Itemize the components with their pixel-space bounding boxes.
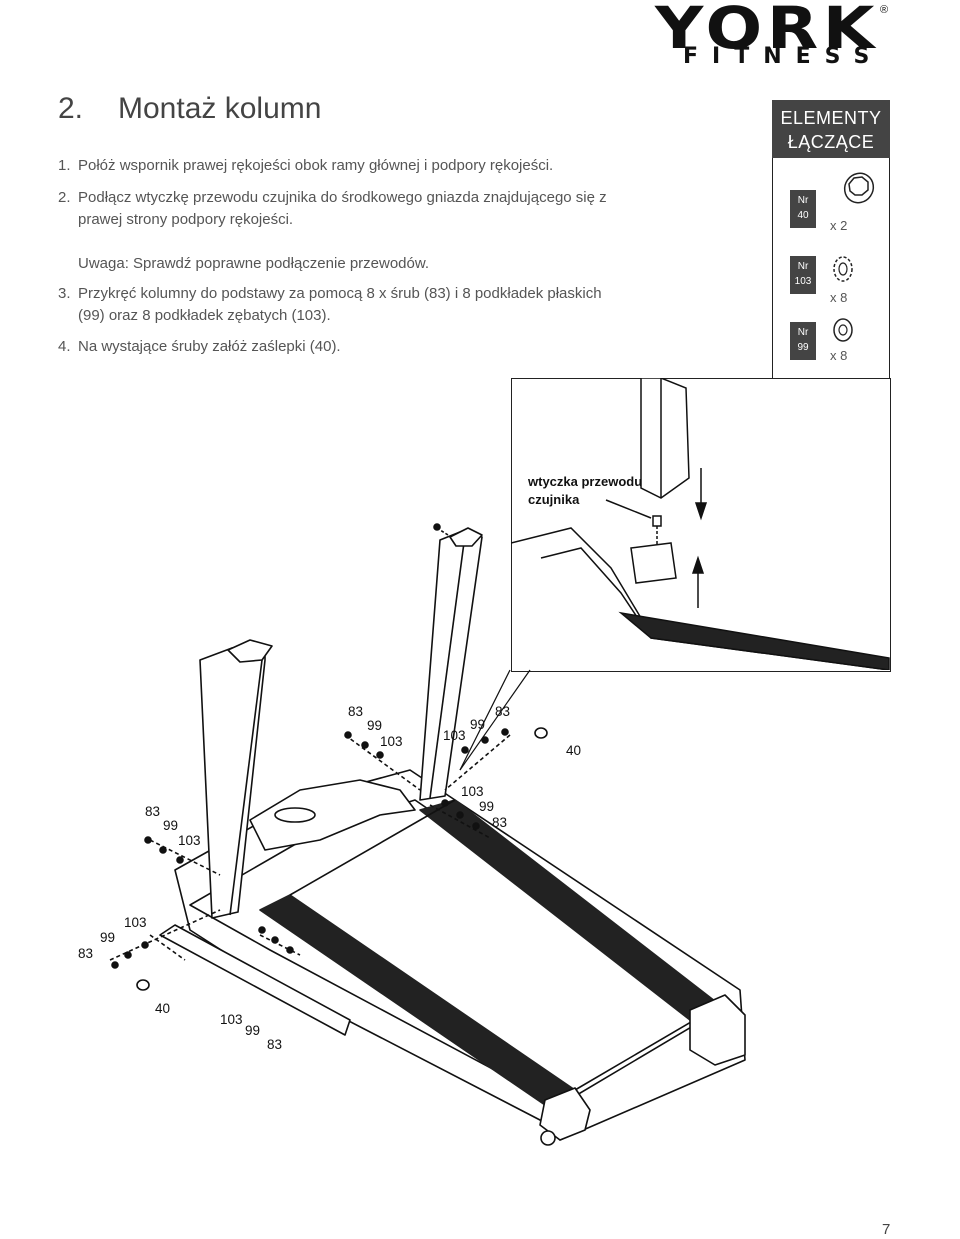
flat-washer-icon <box>833 318 853 342</box>
step-number: 4. <box>58 338 71 355</box>
step-number: 2. <box>58 189 71 206</box>
step-text: Na wystające śruby załóż zaślepki (40). <box>78 338 341 355</box>
parts-panel-header: ELEMENTY ŁĄCZĄCE <box>772 100 890 158</box>
brand-logo: YORK <box>655 0 880 62</box>
part-number: 103 <box>794 276 812 287</box>
part-label: 83 <box>495 704 511 719</box>
callout-label: wtyczka przewodu czujnika <box>528 473 642 509</box>
step-number: 1. <box>58 157 71 174</box>
nr-label: Nr <box>797 195 809 206</box>
parts-panel-title-line1: ELEMENTY <box>780 108 882 128</box>
part-label: 103 <box>178 833 201 848</box>
part-number-badge: Nr 99 <box>790 322 816 360</box>
part-label: 103 <box>461 784 484 799</box>
part-quantity: x 2 <box>830 218 848 233</box>
part-label: 99 <box>245 1023 261 1038</box>
part-quantity: x 8 <box>830 290 848 305</box>
brand-logo-subtitle: FITNESS <box>683 44 884 69</box>
callout-label-line1: wtyczka przewodu <box>528 474 643 489</box>
part-number: 99 <box>797 342 809 353</box>
part-label: 40 <box>155 1001 171 1016</box>
part-label: 83 <box>78 946 94 961</box>
part-label: 103 <box>380 734 403 749</box>
note-text: Uwaga: Sprawdź poprawne podłączenie prze… <box>78 255 430 272</box>
part-label: 40 <box>566 743 582 758</box>
part-number: 40 <box>797 210 809 221</box>
section-title: Montaż kolumn <box>118 92 322 125</box>
part-label: 99 <box>163 818 179 833</box>
part-label: 103 <box>443 728 466 743</box>
part-number-badge: Nr 40 <box>790 190 816 228</box>
part-label: 83 <box>348 704 364 719</box>
part-label: 99 <box>479 799 495 814</box>
part-label: 99 <box>100 930 116 945</box>
part-label: 99 <box>470 717 486 732</box>
part-number-badge: Nr 103 <box>790 256 816 294</box>
part-label: 103 <box>124 915 147 930</box>
step-text: Przykręć kolumny do podstawy za pomocą 8… <box>78 285 602 324</box>
part-label: 83 <box>145 804 161 819</box>
part-label: 83 <box>267 1037 283 1052</box>
sensor-plug-detail-drawing <box>511 378 890 670</box>
step-number: 3. <box>58 285 71 302</box>
nr-label: Nr <box>797 261 809 272</box>
nr-label: Nr <box>797 327 809 338</box>
parts-panel-title-line2: ŁĄCZĄCE <box>787 132 875 152</box>
part-label: 83 <box>492 815 508 830</box>
toothed-washer-icon <box>833 256 853 282</box>
part-label: 99 <box>367 718 383 733</box>
step-text: Połóż wspornik prawej rękojeści obok ram… <box>78 157 554 174</box>
callout-leader-line <box>459 669 531 771</box>
page-number: 7 <box>882 1221 891 1238</box>
callout-label-line2: czujnika <box>528 492 580 507</box>
part-quantity: x 8 <box>830 348 848 363</box>
sensor-plug-detail <box>511 378 891 672</box>
end-cap-icon <box>843 172 875 204</box>
step-text: Podłącz wtyczkę przewodu czujnika do śro… <box>78 189 607 228</box>
part-label: 103 <box>220 1012 243 1027</box>
section-number: 2. <box>58 92 84 125</box>
registered-mark: ® <box>880 4 889 16</box>
